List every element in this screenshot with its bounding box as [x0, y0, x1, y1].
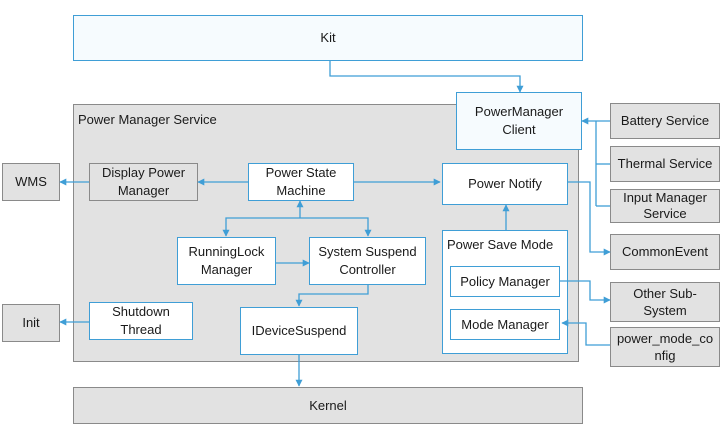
system-suspend-controller-box: System Suspend Controller: [309, 237, 426, 285]
runninglock-manager-box: RunningLock Manager: [177, 237, 276, 285]
edge-kit-client: [329, 61, 524, 93]
input-manager-service-label: Input Manager Service: [623, 190, 707, 221]
power-manager-service-title: Power Manager Service: [78, 112, 217, 127]
idevice-suspend-label: IDeviceSuspend: [251, 323, 347, 338]
battery-service-box: Battery Service: [610, 103, 720, 139]
commonevent-box: CommonEvent: [610, 234, 720, 270]
thermal-service-label: Thermal Service: [617, 156, 713, 171]
power-mode-config-box: power_mode_config: [610, 327, 720, 367]
power-state-machine-label: Power State Machine: [265, 165, 337, 198]
policy-manager-label: Policy Manager: [460, 273, 550, 289]
runninglock-manager-label: RunningLock Manager: [188, 244, 265, 277]
thermal-service-box: Thermal Service: [610, 146, 720, 182]
mode-manager-label: Mode Manager: [461, 316, 549, 332]
kit-box: Kit: [73, 15, 583, 61]
kit-label: Kit: [320, 30, 336, 45]
shutdown-thread-label: Shutdown Thread: [112, 304, 170, 337]
other-subsystem-label: Other Sub-System: [633, 286, 697, 318]
input-manager-service-box: Input Manager Service: [610, 189, 720, 223]
init-box: Init: [2, 304, 60, 342]
power-state-machine-box: Power State Machine: [248, 163, 354, 201]
powermanager-client-box: PowerManager Client: [456, 92, 582, 150]
shutdown-thread-box: Shutdown Thread: [89, 302, 193, 340]
power-notify-label: Power Notify: [468, 176, 542, 191]
display-power-manager-label: Display Power Manager: [101, 165, 186, 198]
power-notify-box: Power Notify: [442, 163, 568, 205]
power-save-mode-title: Power Save Mode: [447, 237, 554, 252]
init-label: Init: [22, 315, 40, 330]
other-subsystem-box: Other Sub-System: [610, 282, 720, 322]
policy-manager-box: Policy Manager: [450, 266, 560, 297]
battery-service-label: Battery Service: [620, 113, 710, 128]
idevice-suspend-box: IDeviceSuspend: [240, 307, 358, 355]
powermanager-client-label: PowerManager Client: [474, 104, 564, 137]
mode-manager-box: Mode Manager: [450, 309, 560, 340]
wms-box: WMS: [2, 163, 60, 201]
wms-label: WMS: [15, 174, 47, 189]
power-mode-config-label: power_mode_config: [616, 331, 714, 363]
kernel-label: Kernel: [309, 397, 347, 413]
kernel-box: Kernel: [73, 387, 583, 424]
system-suspend-controller-label: System Suspend Controller: [318, 244, 417, 277]
commonevent-label: CommonEvent: [622, 244, 708, 259]
display-power-manager-box: Display Power Manager: [89, 163, 198, 201]
